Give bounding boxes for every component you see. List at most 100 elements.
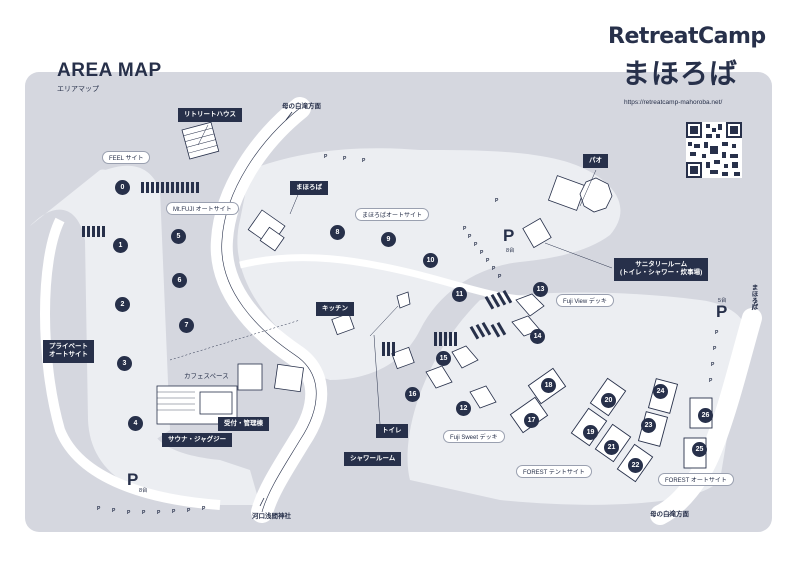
tag-sanitary-room-line2: (トイレ・シャワー・炊事場) xyxy=(620,269,703,277)
parking-spot-marker: P xyxy=(362,158,366,164)
site-marker-13[interactable]: 13 xyxy=(533,282,548,297)
parking-spot-marker: P xyxy=(713,346,717,352)
building-mahoroba xyxy=(247,209,286,252)
road-label-right: まほろば xyxy=(750,284,757,310)
site-marker-24[interactable]: 24 xyxy=(653,384,668,399)
site-marker-3[interactable]: 3 xyxy=(117,356,132,371)
parking-center-label: P xyxy=(503,226,515,245)
parking-spot-marker: P xyxy=(172,509,176,515)
parking-spot-marker: P xyxy=(112,508,116,514)
brand-url[interactable]: https://retreatcamp-mahoroba.net/ xyxy=(624,99,723,106)
site-marker-18[interactable]: 18 xyxy=(541,378,556,393)
dashed-path xyxy=(169,319,301,361)
site-marker-12[interactable]: 12 xyxy=(456,401,471,416)
site-marker-25[interactable]: 25 xyxy=(692,442,707,457)
site-marker-2[interactable]: 2 xyxy=(115,297,130,312)
tag-sanitary-room[interactable]: サニタリールーム(トイレ・シャワー・炊事場) xyxy=(614,258,709,281)
building-cafe-2 xyxy=(274,363,304,393)
parking-spot-marker: P xyxy=(711,362,715,368)
site-marker-26[interactable]: 26 xyxy=(698,408,713,423)
ground-area-forest xyxy=(407,292,748,505)
parking-spot-marker: P xyxy=(324,154,328,160)
site-marker-5[interactable]: 5 xyxy=(171,229,186,244)
road-label-shrine: 河口浅間神社 xyxy=(252,513,291,520)
label-cafe-space: カフェスペース xyxy=(184,373,229,380)
brand-name-en: RetreatCamp xyxy=(608,24,766,49)
pill-mtfuji-autosite[interactable]: Mt.FUJI オートサイト xyxy=(166,202,239,215)
parking-spot-marker: P xyxy=(715,330,719,336)
site-marker-17[interactable]: 17 xyxy=(524,413,539,428)
parking-spot-marker: P xyxy=(492,266,496,272)
building-cafe xyxy=(237,363,263,391)
pill-forest-autosite[interactable]: FOREST オートサイト xyxy=(658,473,734,486)
road-label-shirataki-bottom: 母の白滝方面 xyxy=(650,511,689,518)
pill-feel-site[interactable]: FEEL サイト xyxy=(102,151,151,164)
tag-sauna[interactable]: サウナ・ジャグジー xyxy=(162,433,233,448)
site-marker-23[interactable]: 23 xyxy=(641,418,656,433)
site-marker-10[interactable]: 10 xyxy=(423,253,438,268)
tag-retreat-house[interactable]: リトリートハウス xyxy=(178,108,242,123)
building-toilet xyxy=(391,346,415,370)
pill-mahoroba-autosite[interactable]: まほろばオートサイト xyxy=(355,208,430,221)
parking-bottom-label: P xyxy=(127,470,139,489)
site-marker-19[interactable]: 19 xyxy=(583,425,598,440)
parking-spot-marker: P xyxy=(480,250,484,256)
building-shower xyxy=(396,291,411,309)
parking-spot-marker: P xyxy=(157,510,161,516)
building-sanitary xyxy=(522,217,552,249)
pill-fuji-view-deck[interactable]: Fuji View デッキ xyxy=(556,294,614,307)
parking-center-capacity: 8台 xyxy=(506,248,515,254)
tag-toilet[interactable]: トイレ xyxy=(376,424,408,439)
qr-code-icon[interactable] xyxy=(686,122,742,178)
tag-kitchen[interactable]: キッチン xyxy=(316,302,354,317)
site-marker-1[interactable]: 1 xyxy=(113,238,128,253)
site-marker-8[interactable]: 8 xyxy=(330,225,345,240)
parking-bottom-capacity: 8台 xyxy=(139,488,148,494)
site-marker-0[interactable]: 0 xyxy=(115,180,130,195)
brand-name-jp: まほろば xyxy=(622,58,739,89)
loop-road xyxy=(40,217,221,510)
site-marker-7[interactable]: 7 xyxy=(179,318,194,333)
site-marker-11[interactable]: 11 xyxy=(452,287,467,302)
pill-forest-tentsite[interactable]: FOREST テントサイト xyxy=(516,465,592,478)
tag-pao[interactable]: パオ xyxy=(583,154,608,169)
site-marker-4[interactable]: 4 xyxy=(128,416,143,431)
arrow-right xyxy=(751,299,757,311)
tag-reception[interactable]: 受付・管理棟 xyxy=(218,417,269,432)
parking-spot-marker: P xyxy=(463,226,467,232)
parking-spot-marker: P xyxy=(343,156,347,162)
parking-spot-marker: P xyxy=(127,510,131,516)
page-subtitle: エリアマップ xyxy=(57,86,99,93)
tag-sanitary-room-line1: サニタリールーム xyxy=(635,261,688,268)
building-kitchen xyxy=(331,312,355,336)
parking-spot-marker: P xyxy=(474,242,478,248)
site-marker-22[interactable]: 22 xyxy=(628,458,643,473)
tag-private-autosite-line2: オートサイト xyxy=(49,351,88,359)
arrow-top xyxy=(285,111,293,121)
right-road xyxy=(650,308,762,525)
site-marker-15[interactable]: 15 xyxy=(436,351,451,366)
road-label-shirataki-top: 母の白滝方面 xyxy=(282,103,321,110)
pill-fuji-sweet-deck[interactable]: Fuji Sweet デッキ xyxy=(443,430,505,443)
parking-spot-marker: P xyxy=(495,198,499,204)
page-title: AREA MAP xyxy=(57,60,162,81)
parking-spot-marker: P xyxy=(97,506,101,512)
tag-private-autosite-line1: プライベート xyxy=(49,343,88,350)
tag-shower-room[interactable]: シャワールーム xyxy=(344,452,402,467)
parking-spot-marker: P xyxy=(486,258,490,264)
building-pao xyxy=(547,175,613,213)
parking-right-label: P xyxy=(716,302,728,321)
parking-spot-marker: P xyxy=(202,506,206,512)
parking-spot-marker: P xyxy=(142,510,146,516)
site-marker-6[interactable]: 6 xyxy=(172,273,187,288)
site-marker-9[interactable]: 9 xyxy=(381,232,396,247)
site-marker-20[interactable]: 20 xyxy=(601,393,616,408)
parking-spot-marker: P xyxy=(498,274,502,280)
parking-spot-marker: P xyxy=(187,508,191,514)
tag-mahoroba[interactable]: まほろば xyxy=(290,181,328,196)
site-marker-21[interactable]: 21 xyxy=(604,440,619,455)
tag-private-autosite[interactable]: プライベートオートサイト xyxy=(43,340,94,363)
branch-road xyxy=(239,254,541,304)
site-marker-16[interactable]: 16 xyxy=(405,387,420,402)
site-marker-14[interactable]: 14 xyxy=(530,329,545,344)
